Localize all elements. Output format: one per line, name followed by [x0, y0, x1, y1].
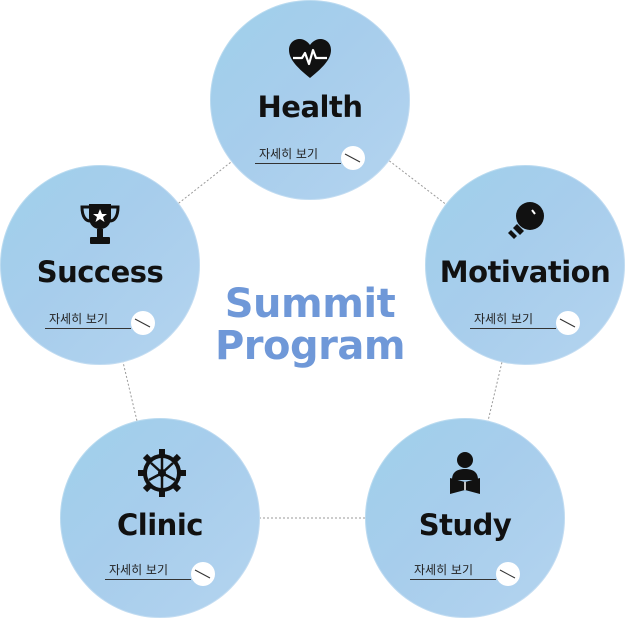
more-underline [105, 579, 191, 580]
node-motivation-label: Motivation [439, 255, 611, 289]
arrow-icon [556, 311, 580, 335]
success-more-link[interactable]: 자세히 보기 [45, 309, 155, 335]
gear-icon [137, 448, 186, 497]
more-underline [470, 328, 556, 329]
node-study[interactable]: Study 자세히 보기 [365, 418, 565, 618]
node-success[interactable]: Success 자세히 보기 [0, 165, 200, 365]
more-text: 자세히 보기 [109, 563, 169, 577]
health-more-link[interactable]: 자세히 보기 [255, 144, 365, 170]
motivation-more-link[interactable]: 자세히 보기 [470, 309, 580, 335]
program-title-line2: Program [214, 323, 406, 369]
lightbulb-icon [502, 199, 548, 245]
program-title: Summit Program [205, 283, 415, 367]
node-motivation[interactable]: Motivation 자세히 보기 [425, 165, 625, 365]
clinic-more-link[interactable]: 자세히 보기 [105, 560, 215, 586]
node-success-label: Success [36, 255, 164, 289]
arrow-icon [496, 562, 520, 586]
node-study-label: Study [418, 508, 512, 542]
more-text: 자세히 보기 [414, 563, 474, 577]
program-title-line1: Summit [224, 281, 396, 327]
more-underline [255, 163, 341, 164]
arrow-icon [191, 562, 215, 586]
arrow-icon [131, 311, 155, 335]
node-clinic-label: Clinic [117, 508, 203, 542]
more-text: 자세히 보기 [49, 312, 109, 326]
study-more-link[interactable]: 자세히 보기 [410, 560, 520, 586]
arrow-icon [341, 146, 365, 170]
node-health[interactable]: Health 자세히 보기 [210, 0, 410, 200]
heart-pulse-icon [287, 36, 333, 82]
more-underline [410, 579, 496, 580]
more-text: 자세히 보기 [259, 147, 319, 161]
more-text: 자세히 보기 [474, 312, 534, 326]
node-health-label: Health [257, 90, 363, 124]
reader-icon [442, 450, 488, 496]
trophy-icon [77, 201, 123, 247]
node-clinic[interactable]: Clinic 자세히 보기 [60, 418, 260, 618]
more-underline [45, 328, 131, 329]
